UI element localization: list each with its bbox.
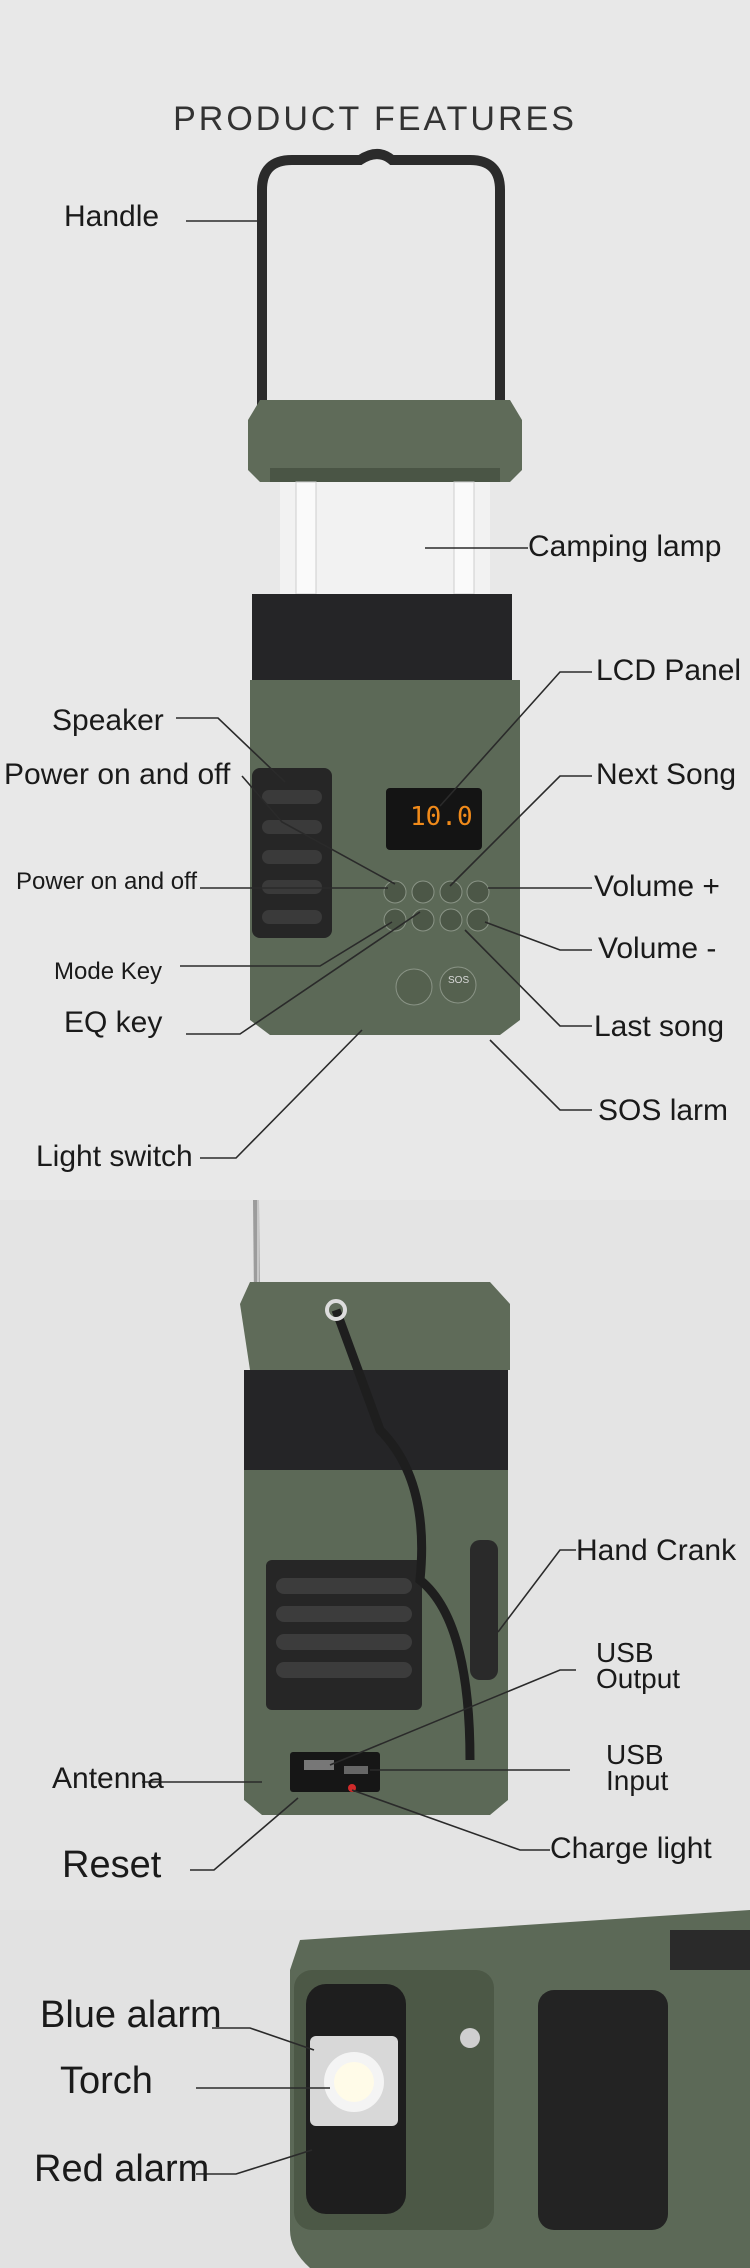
label-usb-input-line1: USB	[606, 1739, 664, 1770]
label-sos-alarm: SOS larm	[598, 1094, 729, 1127]
label-usb-output-line2: Output	[596, 1663, 681, 1694]
label-speaker: Speaker	[52, 704, 164, 737]
sos-button	[439, 966, 477, 1004]
page-title: PRODUCT FEATURES	[173, 100, 577, 138]
label-eq-key: EQ key	[64, 1006, 163, 1039]
label-light-switch: Light switch	[36, 1140, 193, 1173]
label-handle: Handle	[64, 200, 160, 233]
label-torch: Torch	[60, 2060, 153, 2102]
section-back-features: Hand Crank USB Output USB Input Antenna …	[0, 1200, 750, 1910]
label-charge-light: Charge light	[550, 1832, 712, 1865]
hand-crank	[470, 1540, 498, 1680]
hand-crank-cable	[331, 1308, 475, 1761]
top-cap	[248, 400, 522, 482]
label-last-song: Last song	[594, 1010, 725, 1043]
label-usb-output: USB Output	[596, 1637, 681, 1694]
light-button	[395, 968, 433, 1006]
lantern-back-illustration	[142, 1200, 576, 1871]
label-antenna: Antenna	[52, 1762, 164, 1795]
lcd-readout: 10.0	[410, 802, 473, 832]
handle-bar	[257, 149, 505, 435]
label-volume-minus: Volume -	[598, 932, 717, 965]
back-top-cap	[240, 1282, 510, 1370]
torch-closeup-illustration	[196, 1910, 750, 2268]
label-usb-output-line1: USB	[596, 1637, 654, 1668]
black-band	[252, 594, 512, 690]
label-red-alarm: Red alarm	[34, 2148, 210, 2190]
section-front-features: PRODUCT FEATURES	[4, 100, 742, 1173]
lcd-screen	[386, 788, 482, 850]
section-torch-features: Blue alarm Torch Red alarm	[0, 1910, 750, 2268]
label-mode-key: Mode Key	[54, 958, 163, 985]
label-power-on-off-1: Power on and off	[4, 758, 231, 791]
label-usb-input-line2: Input	[606, 1765, 669, 1796]
label-lcd-panel: LCD Panel	[596, 654, 742, 687]
label-camping-lamp: Camping lamp	[528, 530, 722, 563]
sos-button-label[interactable]: SOS	[448, 975, 470, 986]
label-hand-crank: Hand Crank	[576, 1534, 737, 1567]
label-reset: Reset	[62, 1844, 162, 1886]
label-next-song: Next Song	[596, 758, 737, 791]
lantern-front-illustration	[176, 149, 592, 1159]
label-blue-alarm: Blue alarm	[40, 1994, 222, 2036]
torch-side-grill	[538, 1990, 668, 2230]
label-volume-plus: Volume +	[594, 870, 720, 903]
label-usb-input: USB Input	[606, 1739, 669, 1796]
label-power-on-off-2: Power on and off	[16, 868, 198, 895]
